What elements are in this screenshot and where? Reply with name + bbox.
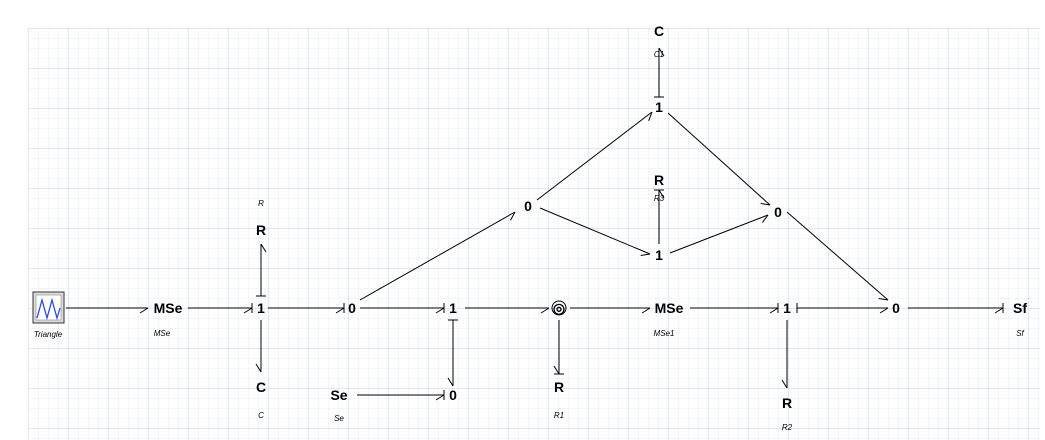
half-arrow-16 bbox=[553, 365, 560, 375]
node-r_top[interactable]: R bbox=[256, 222, 266, 238]
node-name-r2: R2 bbox=[782, 423, 793, 432]
half-arrow-22 bbox=[994, 307, 1004, 314]
node-name-r_top: R bbox=[258, 199, 264, 208]
triangle-source-block[interactable]: Triangle bbox=[32, 291, 65, 339]
half-arrow-0 bbox=[139, 307, 149, 314]
bond-7[interactable] bbox=[539, 207, 651, 255]
node-name-sf: Sf bbox=[1016, 329, 1024, 338]
node-name-mse: MSe bbox=[154, 329, 171, 338]
bond-21[interactable] bbox=[786, 211, 889, 301]
half-arrow-6 bbox=[435, 307, 445, 314]
node-gy[interactable]: ◎ bbox=[553, 300, 565, 316]
half-arrow-12 bbox=[760, 202, 771, 206]
half-arrow-20 bbox=[781, 379, 788, 389]
node-mse1[interactable]: MSe bbox=[655, 300, 684, 316]
node-name-r3: R3 bbox=[654, 194, 665, 203]
half-arrow-10 bbox=[658, 189, 665, 199]
half-arrow-8 bbox=[648, 111, 653, 122]
node-r2[interactable]: R bbox=[782, 395, 792, 411]
node-j1a[interactable]: 1 bbox=[257, 300, 265, 316]
node-j1d[interactable]: 1 bbox=[655, 247, 663, 263]
node-mse[interactable]: MSe bbox=[154, 300, 183, 316]
node-name-mse1: MSe1 bbox=[654, 329, 675, 338]
half-arrow-21 bbox=[878, 298, 889, 301]
half-arrow-5 bbox=[510, 211, 516, 221]
node-c_top[interactable]: C bbox=[654, 23, 664, 39]
bonds bbox=[66, 47, 1004, 401]
half-arrow-15 bbox=[435, 394, 445, 401]
half-arrow-1 bbox=[243, 307, 253, 314]
half-arrow-18 bbox=[769, 307, 779, 314]
source-name: Triangle bbox=[34, 330, 63, 339]
node-name-r1: R1 bbox=[554, 411, 564, 420]
node-name-c_bottom: C bbox=[258, 411, 264, 420]
node-j0a[interactable]: 0 bbox=[348, 300, 356, 316]
half-arrow-9 bbox=[658, 47, 665, 57]
node-r3[interactable]: R bbox=[654, 172, 664, 188]
node-j0e[interactable]: 0 bbox=[892, 300, 900, 316]
node-j0b[interactable]: 0 bbox=[524, 198, 532, 214]
half-arrow-14 bbox=[447, 377, 454, 387]
node-c_bottom[interactable]: C bbox=[256, 379, 266, 395]
half-arrow-3 bbox=[260, 243, 267, 253]
grid-background bbox=[28, 28, 1040, 440]
node-j1b[interactable]: 1 bbox=[449, 300, 457, 316]
node-j1e[interactable]: 1 bbox=[783, 300, 791, 316]
bond-11[interactable] bbox=[669, 214, 769, 254]
bond-5[interactable] bbox=[359, 211, 516, 301]
half-arrow-2 bbox=[335, 307, 345, 314]
half-arrow-17 bbox=[641, 307, 651, 314]
triangle-wave-icon bbox=[36, 297, 61, 321]
node-j0c[interactable]: 0 bbox=[449, 387, 457, 403]
half-arrow-4 bbox=[255, 363, 262, 373]
node-se[interactable]: Se bbox=[330, 387, 347, 403]
half-arrow-13 bbox=[540, 307, 550, 314]
half-arrow-11 bbox=[761, 214, 769, 223]
node-name-c_top: C1 bbox=[654, 50, 664, 59]
half-arrow-19 bbox=[879, 307, 889, 314]
node-j0d[interactable]: 0 bbox=[774, 204, 782, 220]
bond-8[interactable] bbox=[536, 111, 653, 201]
labels: MSeMSe1RRCC001SeSe01CC11RR30◎RR1MSeMSe11… bbox=[154, 23, 1028, 432]
node-sf[interactable]: Sf bbox=[1013, 300, 1027, 316]
gyrator-ring bbox=[551, 300, 567, 316]
bond-12[interactable] bbox=[667, 112, 771, 206]
node-r1[interactable]: R bbox=[554, 379, 564, 395]
node-j1c[interactable]: 1 bbox=[655, 99, 663, 115]
half-arrow-7 bbox=[640, 253, 651, 257]
node-name-se: Se bbox=[334, 414, 344, 423]
